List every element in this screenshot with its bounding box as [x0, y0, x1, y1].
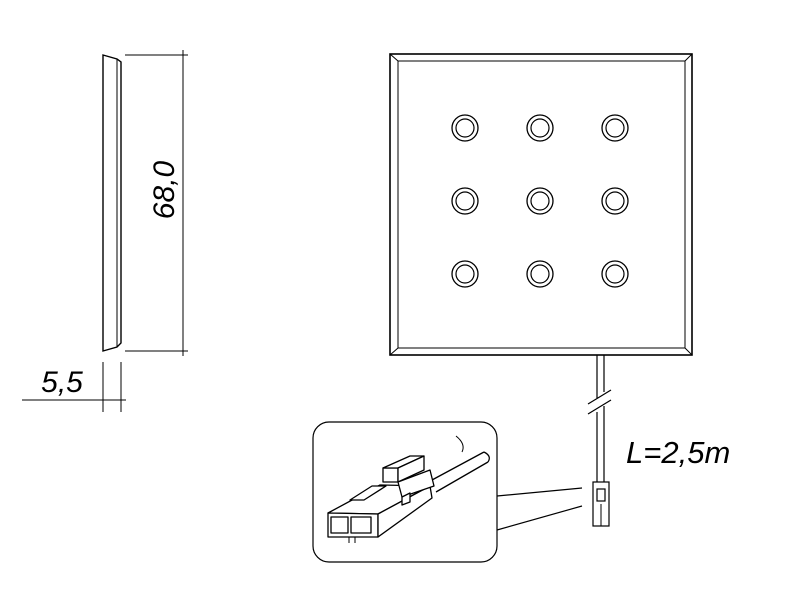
cable-break-mark-2 — [587, 399, 612, 415]
led-inner-ring — [605, 191, 625, 211]
detail-housing-side — [377, 485, 433, 538]
height-label: 68,0 — [148, 160, 181, 219]
detail-cable-curl — [455, 435, 464, 453]
led-inner-ring — [605, 118, 625, 138]
panel-inner-frame — [397, 60, 686, 349]
callout-leader-top — [496, 487, 583, 497]
detail-latch-arm — [349, 485, 387, 501]
led-outer-ring — [601, 187, 629, 215]
panel-bevel-bl — [389, 347, 399, 356]
led-outer-ring — [601, 260, 629, 288]
cable-length-label: L=2,5m — [626, 435, 730, 470]
connector-detail — [327, 435, 490, 543]
connector-latch — [596, 488, 606, 502]
led-outer-ring — [601, 114, 629, 142]
detail-cable — [431, 451, 489, 493]
led — [451, 114, 479, 142]
cable-connector — [592, 481, 610, 527]
detail-ramp-front — [401, 492, 411, 506]
led-outer-ring — [451, 114, 479, 142]
side-view — [102, 54, 122, 352]
front-view — [389, 53, 693, 356]
led — [526, 187, 554, 215]
detail-cable-end — [483, 451, 490, 463]
led-inner-ring — [530, 118, 550, 138]
detail-latch-side — [397, 455, 425, 483]
side-view-profile — [102, 54, 122, 352]
detail-opening-left — [330, 516, 349, 534]
detail-callout — [312, 421, 583, 563]
led-inner-ring — [605, 264, 625, 284]
led — [601, 187, 629, 215]
thickness-dimension — [22, 362, 126, 412]
cable — [587, 355, 612, 482]
led-inner-ring — [530, 264, 550, 284]
led — [601, 260, 629, 288]
thickness-label: 5,5 — [41, 366, 83, 399]
led-inner-ring — [455, 264, 475, 284]
panel-bevel-tl — [389, 53, 399, 62]
led-inner-ring — [530, 191, 550, 211]
detail-latch-front — [382, 467, 399, 483]
panel-bevel-br — [684, 347, 693, 356]
led-outer-ring — [526, 114, 554, 142]
callout-leader-bottom — [496, 505, 583, 531]
led-inner-ring — [455, 191, 475, 211]
detail-ramp — [397, 469, 435, 498]
led-outer-ring — [526, 260, 554, 288]
led — [451, 260, 479, 288]
detail-opening-right — [350, 516, 372, 534]
led — [451, 187, 479, 215]
cable-break-mark-1 — [587, 389, 612, 405]
led — [526, 260, 554, 288]
panel-bevel-tr — [684, 53, 693, 62]
led — [601, 114, 629, 142]
led — [526, 114, 554, 142]
panel-outer-frame — [389, 53, 693, 356]
height-dimension — [125, 50, 188, 356]
led-outer-ring — [451, 187, 479, 215]
led-grid — [451, 114, 629, 288]
led-outer-ring — [526, 187, 554, 215]
led-outer-ring — [451, 260, 479, 288]
led-inner-ring — [455, 118, 475, 138]
